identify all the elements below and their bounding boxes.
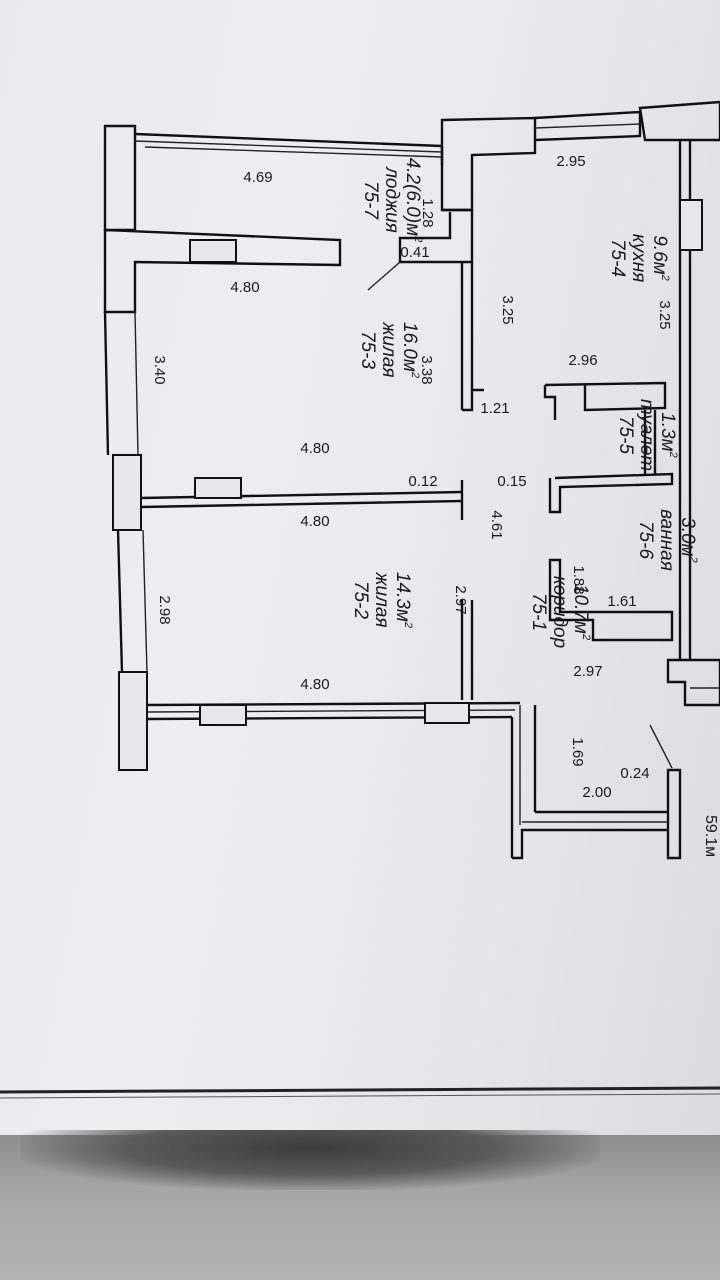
kitchen-bottom-wall — [544, 381, 667, 412]
door-room-3 — [194, 477, 242, 499]
room-area: 4.2(6.0)м2 — [402, 158, 424, 243]
door-room-2 — [199, 704, 247, 726]
room-area-superscript: 2 — [580, 633, 592, 640]
room-name: лоджия — [381, 166, 402, 233]
sheet-border-line-thin — [0, 1093, 720, 1099]
room-code: 75-1 — [528, 593, 549, 631]
dimension-label-d16: 4.61 — [488, 510, 505, 539]
room-area-superscript: 2 — [409, 371, 421, 378]
room-name: жилая — [371, 571, 392, 627]
dimension-label-d6: 3.25 — [656, 300, 673, 329]
partition-bedrooms-2 — [140, 499, 463, 509]
room-area: 10.7м2 — [570, 584, 592, 640]
dimension-label-d11: 1.21 — [480, 400, 509, 417]
dimension-label-d25: 2.00 — [582, 784, 611, 801]
room-code: 75-7 — [360, 181, 381, 220]
room-code: 75-2 — [350, 581, 371, 619]
sheet-border-line — [0, 1086, 720, 1094]
lower-right-wall — [666, 658, 720, 707]
outer-wall-left-1-inner — [134, 311, 139, 456]
dimension-label-d15: 4.80 — [300, 513, 329, 530]
loggia-rail-low — [144, 146, 443, 158]
bath-bottom-wall — [548, 558, 674, 642]
outer-wall-left-2-inner — [142, 529, 148, 673]
partition-foot — [462, 388, 484, 412]
corridor-bottom — [512, 828, 668, 860]
room-area-superscript: 2 — [402, 621, 414, 628]
outer-wall-left-1 — [103, 311, 110, 456]
dimension-label-d1: 2.95 — [556, 153, 585, 170]
top-wall-block — [440, 116, 537, 212]
dimension-label-d9: 3.38 — [418, 355, 435, 384]
room-name: жилая — [378, 321, 399, 377]
dimension-label-d12: 4.80 — [300, 440, 329, 457]
room-area: 9.6м2 — [649, 235, 671, 281]
dimension-label-d17: 1.88 — [570, 565, 587, 594]
window-left-1 — [112, 454, 142, 531]
room-area: 1.3м2 — [657, 412, 679, 458]
door-corridor — [424, 702, 470, 724]
dimension-label-d4: 0.41 — [400, 244, 429, 261]
outer-wall-left-2 — [116, 529, 124, 673]
dimension-label-d7: 3.25 — [499, 295, 516, 324]
loggia-door — [189, 239, 237, 263]
room-area: 3.0м2 — [677, 517, 699, 563]
dimension-label-d10: 2.96 — [568, 352, 597, 369]
room-area-superscript: 2 — [687, 556, 699, 563]
room-area: 16.0м2 — [399, 322, 421, 378]
bath-corner — [543, 385, 557, 420]
loggia-rail-top — [134, 132, 443, 148]
room-code: 75-3 — [357, 331, 378, 369]
room-code: 75-6 — [635, 521, 656, 559]
room-name: кухня — [628, 234, 649, 283]
room-code: 75-5 — [615, 416, 636, 454]
top-right-block — [638, 100, 720, 142]
entry-jamb — [666, 768, 682, 860]
wc-bath-partition — [548, 472, 674, 514]
right-window — [679, 199, 703, 251]
room-area-superscript: 2 — [412, 235, 424, 242]
dimension-label-d8: 3.40 — [151, 355, 168, 384]
room-name: ванная — [656, 509, 677, 571]
dimension-label-d21: 2.97 — [573, 663, 602, 680]
kitchen-door-swing — [367, 261, 401, 291]
room-area-superscript: 2 — [659, 274, 671, 281]
entry-door-swing — [649, 724, 673, 769]
dimension-label-d18: 2.98 — [156, 595, 173, 624]
kitchen-window-line — [534, 123, 641, 129]
edge-fragment-text: 59.1м — [702, 815, 719, 857]
dimension-label-d14: 0.15 — [497, 473, 526, 490]
room-code: 75-4 — [607, 239, 628, 277]
dimension-label-d22: 4.80 — [300, 676, 329, 693]
dimension-label-d13: 0.12 — [408, 473, 437, 490]
dimension-label-d19: 2.97 — [452, 585, 469, 614]
dimension-label-d3: 1.28 — [419, 198, 436, 227]
dimension-label-d2: 4.69 — [243, 169, 272, 186]
dimension-labels: 2.95 4.69 1.28 0.41 4.80 3.25 3.25 3.40 3.38 2.96… — [151, 153, 673, 801]
room-area: 14.3м2 — [392, 572, 414, 628]
loggia-corner — [103, 124, 137, 232]
partition-bedrooms — [140, 490, 463, 500]
dimension-label-d20: 1.61 — [607, 593, 636, 610]
dimension-label-d23: 1.69 — [569, 737, 586, 766]
window-left-2 — [118, 671, 148, 771]
dimension-label-d5: 4.80 — [230, 279, 259, 296]
room-name: коридор — [549, 576, 570, 648]
loggia-rail-mid — [134, 140, 443, 153]
room-name: туалет — [636, 399, 657, 471]
room-area-superscript: 2 — [667, 451, 679, 458]
dimension-label-d24: 0.24 — [620, 765, 649, 782]
shadow-stain — [20, 1130, 600, 1190]
